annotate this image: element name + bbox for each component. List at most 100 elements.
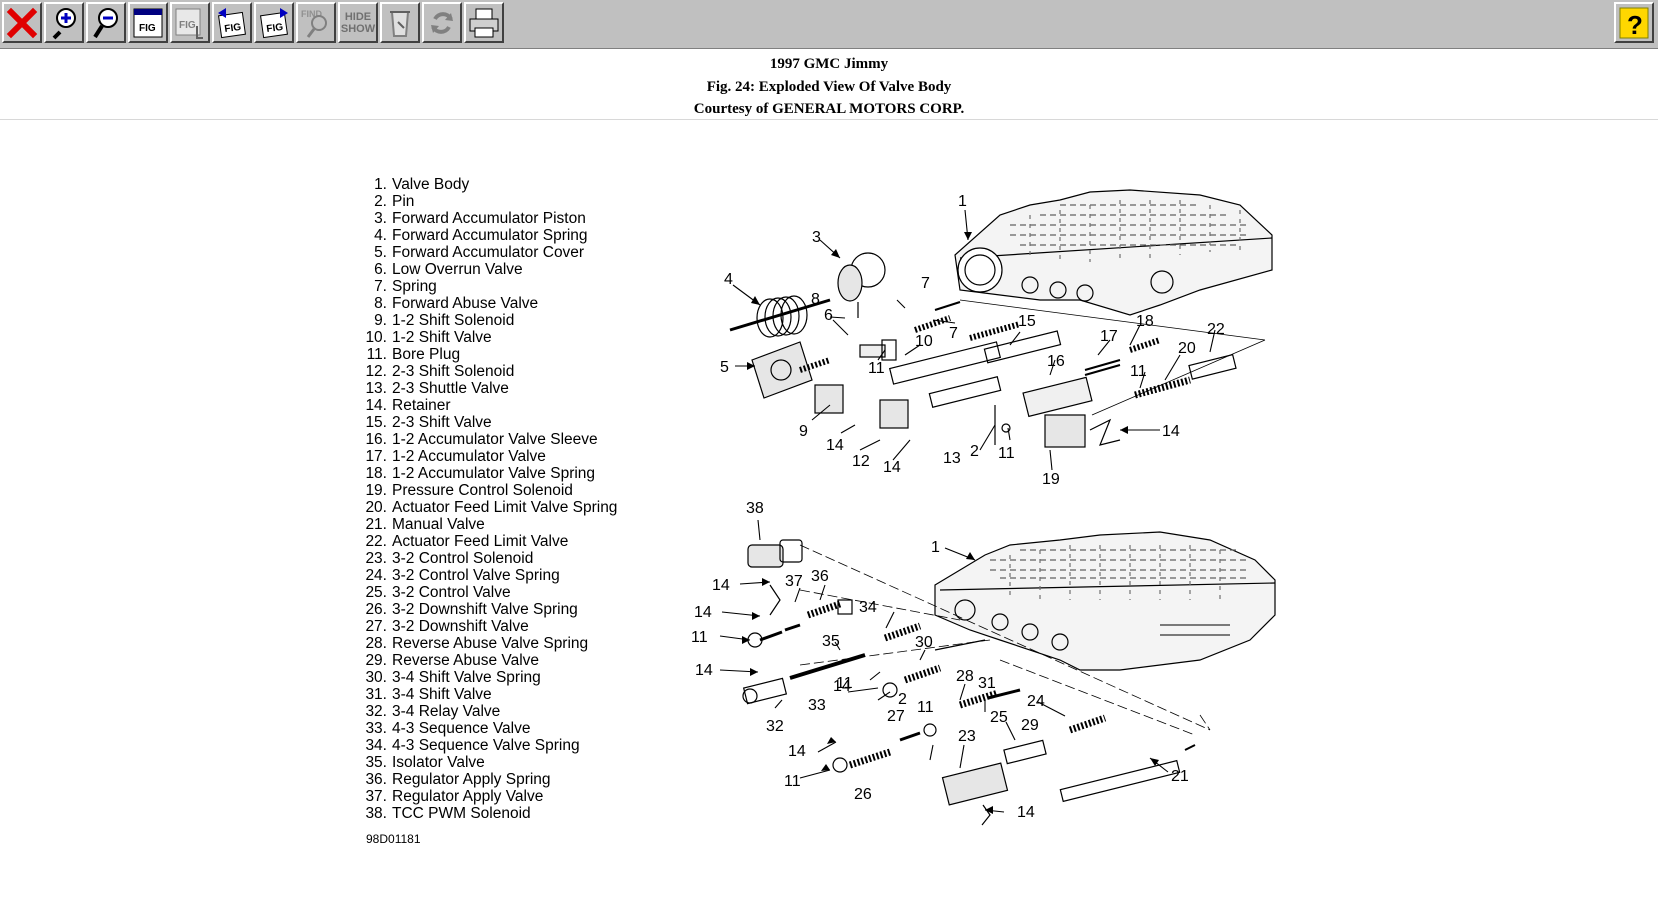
legend-item: 24.3-2 Control Valve Spring: [352, 567, 617, 584]
legend-number: 23.: [365, 550, 387, 567]
legend-item: 1.Valve Body: [352, 176, 617, 193]
zoom-in-button[interactable]: [44, 2, 84, 43]
legend-label: Bore Plug: [392, 346, 461, 363]
part-callout: 37: [785, 573, 803, 590]
legend-item: 2.Pin: [352, 193, 617, 210]
legend-item: 3.Forward Accumulator Piston: [352, 210, 617, 227]
zoom-out-button[interactable]: [86, 2, 126, 43]
close-button[interactable]: [2, 2, 42, 43]
erase-button[interactable]: [380, 2, 420, 43]
legend-number: 7.: [374, 278, 387, 295]
part-callout: 24: [1027, 693, 1045, 710]
hide-label: HIDE: [344, 10, 372, 23]
show-label: SHOW: [340, 22, 376, 35]
legend-number: 4.: [374, 227, 387, 244]
legend-label: 2-3 Shuttle Valve: [392, 380, 509, 397]
legend-item: 37.Regulator Apply Valve: [352, 788, 617, 805]
legend-number: 20.: [365, 499, 387, 516]
legend-number: 19.: [365, 482, 387, 499]
hide-show-button[interactable]: HIDE SHOW: [338, 2, 378, 43]
print-button[interactable]: [464, 2, 504, 43]
legend-label: Spring: [392, 278, 437, 295]
lower-valve-body-drawing: [742, 531, 1276, 826]
previous-figure-button[interactable]: FIG: [212, 2, 252, 43]
part-callout: 33: [808, 697, 826, 714]
legend-label: Forward Accumulator Spring: [392, 227, 588, 244]
legend-label: Low Overrun Valve: [392, 261, 523, 278]
part-callout: 30: [915, 634, 933, 651]
figure-select-icon: FIG: [175, 8, 203, 39]
legend-item: 19.Pressure Control Solenoid: [352, 482, 617, 499]
legend-label: Pin: [392, 193, 415, 210]
legend-item: 36.Regulator Apply Spring: [352, 771, 617, 788]
next-figure-button[interactable]: FIG: [254, 2, 294, 43]
upper-valve-body-drawing: [729, 189, 1273, 448]
find-button[interactable]: FIND: [296, 2, 336, 43]
legend-label: Reverse Abuse Valve: [392, 652, 540, 669]
legend-item: 14.Retainer: [352, 397, 617, 414]
legend-label: 1-2 Accumulator Valve: [392, 448, 546, 465]
part-callout: 28: [956, 668, 974, 685]
legend-label: Forward Accumulator Piston: [392, 210, 586, 227]
legend-number: 24.: [365, 567, 387, 584]
legend-label: 3-2 Downshift Valve: [392, 618, 529, 635]
part-callout: 14: [1162, 423, 1180, 440]
legend-number: 33.: [365, 720, 387, 737]
legend-item: 17. 1-2 Accumulator Valve: [352, 448, 617, 465]
find-label: FIND: [301, 9, 322, 19]
legend-label: 3-4 Shift Valve Spring: [392, 669, 541, 686]
legend-number: 28.: [365, 635, 387, 652]
legend-item: 18.1-2 Accumulator Valve Spring: [352, 465, 617, 482]
part-callout: 11: [917, 699, 934, 716]
legend-item: 4. Forward Accumulator Spring: [352, 227, 617, 244]
courtesy-line: Courtesy of GENERAL MOTORS CORP.: [693, 101, 965, 117]
part-callout: 11: [836, 675, 853, 692]
legend-label: 4-3 Sequence Valve Spring: [392, 737, 580, 754]
part-callout: 20: [1178, 340, 1196, 357]
part-callout: 31: [978, 675, 996, 692]
legend-label: 1-2 Accumulator Valve Spring: [392, 465, 596, 482]
legend-number: 22.: [365, 533, 387, 550]
part-callout: 34: [859, 599, 877, 616]
part-callout: 14: [712, 577, 730, 594]
part-callout: 32: [766, 718, 784, 735]
part-callout: 14: [826, 437, 844, 454]
legend-label: 1-2 Shift Solenoid: [392, 312, 515, 329]
legend-item: 5.Forward Accumulator Cover: [352, 244, 617, 261]
figure-button[interactable]: FIG: [128, 2, 168, 43]
figure-select-button[interactable]: FIG: [170, 2, 210, 43]
part-callout: 11: [691, 629, 708, 646]
close-icon: [6, 7, 38, 38]
part-callout: 2: [898, 691, 907, 708]
legend-item: 34.4-3 Sequence Valve Spring: [352, 737, 617, 754]
previous-figure-label: FIG: [224, 21, 242, 34]
legend-number: 25.: [365, 584, 387, 601]
legend-number: 1.: [374, 176, 387, 193]
zoom-out-icon: [93, 7, 118, 38]
legend-label: 3-4 Shift Valve: [392, 686, 492, 703]
part-callout: 11: [1130, 363, 1147, 380]
part-callout: 35: [822, 633, 840, 650]
legend-label: TCC PWM Solenoid: [392, 805, 531, 822]
refresh-button[interactable]: [422, 2, 462, 43]
legend-item: 23.3-2 Control Solenoid: [352, 550, 617, 567]
legend-item: 7. Spring: [352, 278, 617, 295]
hide-show-icon: HIDE SHOW: [341, 11, 375, 35]
help-button[interactable]: ?: [1614, 2, 1654, 43]
legend-item: 26.3-2 Downshift Valve Spring: [352, 601, 617, 618]
part-callout: 36: [811, 568, 829, 585]
legend-number: 10.: [365, 329, 387, 346]
legend-label: Actuator Feed Limit Valve: [392, 533, 569, 550]
legend-label: Forward Accumulator Cover: [392, 244, 585, 261]
legend-number: 36.: [365, 771, 387, 788]
legend-number: 17.: [365, 448, 387, 465]
part-callout: 38: [746, 500, 764, 517]
next-figure-icon: FIG: [260, 7, 288, 38]
leader-arrowheads: [742, 232, 1159, 814]
zoom-in-icon: [52, 7, 76, 39]
legend-label: 3-2 Control Valve: [392, 584, 511, 601]
legend-number: 11.: [366, 346, 387, 363]
vehicle-title: 1997 GMC Jimmy: [769, 56, 889, 72]
